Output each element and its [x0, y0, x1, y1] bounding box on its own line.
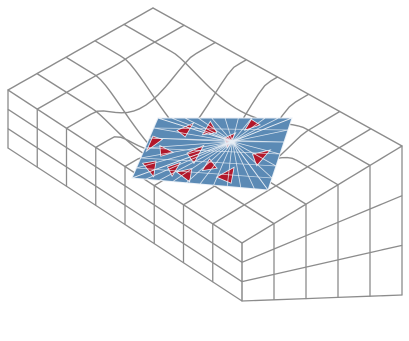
embedded-crack-surface: [132, 118, 292, 190]
top-grid-line: [67, 43, 216, 129]
top-grid-line: [8, 8, 153, 90]
top-grid-line: [37, 25, 184, 109]
